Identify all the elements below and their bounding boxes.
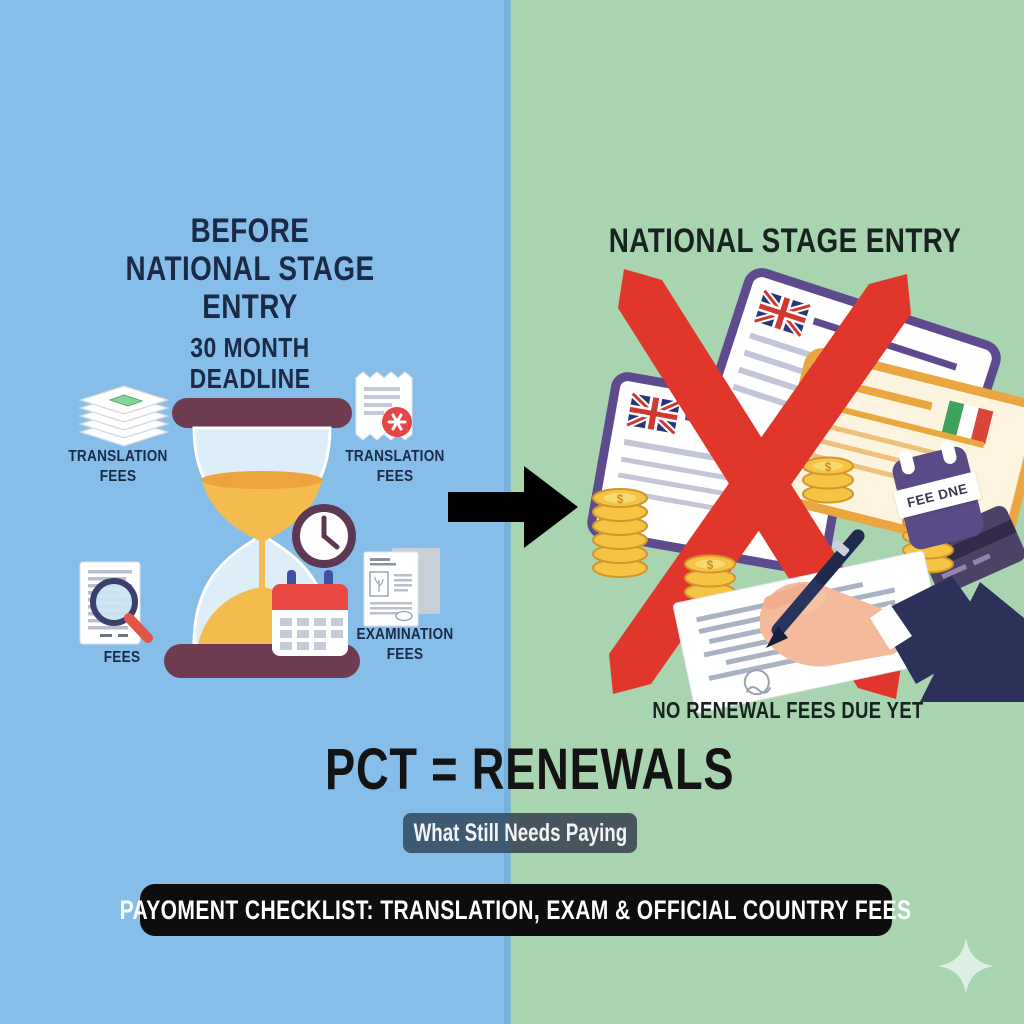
fees-label: FEES <box>103 649 141 666</box>
magnifier-document-icon <box>79 561 153 645</box>
fee-tag-strip: FEE DNE <box>893 471 982 519</box>
receipt-icon <box>355 371 413 441</box>
payment-checklist-banner: PAYOMENT CHECKLIST: TRANSLATION, EXAM & … <box>120 884 911 936</box>
left-title: BEFORE NATIONAL STAGE ENTRY <box>125 212 375 327</box>
pen-icon <box>766 529 865 648</box>
translation-fees-left-label: TRANSLATION FEES <box>68 448 168 485</box>
clock-icon <box>292 504 356 568</box>
arrow-right-icon <box>448 466 578 548</box>
translation-fees-right-label: TRANSLATION FEES <box>345 448 445 485</box>
coin-stack-left: $ <box>592 488 648 578</box>
right-title: NATIONAL STAGE ENTRY <box>608 222 962 260</box>
translation-label-chip <box>108 394 144 407</box>
signing-hand-icon <box>760 576 1024 702</box>
no-renewal-note: NO RENEWAL FEES DUE YET <box>652 697 924 723</box>
svg-text:$: $ <box>617 492 624 506</box>
fee-tag-text: FEE DNE <box>905 480 970 511</box>
exam-documents-icon <box>363 548 440 627</box>
calendar-icon <box>272 570 348 656</box>
payment-checklist-text: PAYOMENT CHECKLIST: TRANSLATION, EXAM & … <box>120 894 912 925</box>
coin-stack-middle: $ <box>802 456 854 504</box>
subtitle-badge-text: What Still Needs Paying <box>413 818 627 847</box>
examination-fees-label: EXAMINATION FEES <box>356 626 454 663</box>
deadline-label: 30 MONTH DEADLINE <box>189 332 311 395</box>
subtitle-badge: What Still Needs Paying <box>403 813 637 853</box>
svg-text:$: $ <box>707 558 714 572</box>
sparkle-icon <box>938 938 994 994</box>
paper-stack-icon <box>78 385 170 447</box>
national-stage-illustration: $ $ $ <box>587 268 1024 714</box>
italy-flag-icon <box>941 400 994 445</box>
svg-text:$: $ <box>825 460 832 474</box>
pct-renewals-headline: PCT = RENEWALS <box>325 737 735 802</box>
